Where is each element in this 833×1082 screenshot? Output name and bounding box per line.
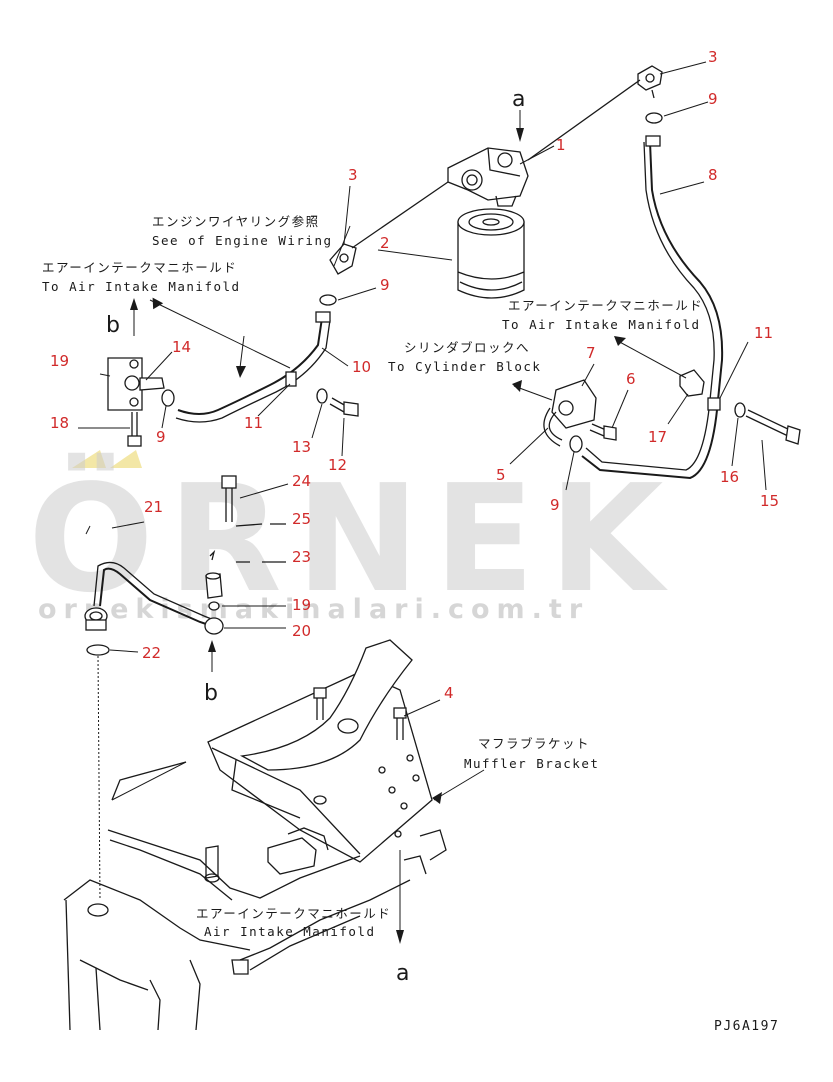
gasket-22 (86, 644, 110, 656)
bushing-23 (205, 549, 286, 599)
callout-12: 12 (328, 456, 347, 474)
callout-7: 7 (586, 344, 596, 362)
fuel-line-upper (527, 79, 641, 161)
watermark-url: ornekismakinalari.com.tr (38, 594, 589, 625)
fuel-pipe-8 (581, 141, 724, 480)
callout-4: 4 (444, 684, 454, 702)
callout-3: 3 (708, 48, 718, 66)
connector-block-7 (543, 379, 597, 453)
pipe-assembly-21 (84, 561, 224, 635)
callout-22: 22 (142, 644, 161, 662)
view-label-a-top: a (512, 87, 525, 112)
view-label-b-left: b (106, 313, 120, 338)
callout-25: 25 (292, 510, 311, 528)
clamp (285, 371, 297, 387)
callout-9: 9 (550, 496, 560, 514)
callout-1: 1 (556, 136, 566, 154)
note-intake-right-jp: エアーインテークマニホールド (508, 298, 703, 313)
callout-9: 9 (708, 90, 718, 108)
note-muffler-jp: マフラブラケット (478, 736, 590, 751)
bolt-6 (589, 423, 617, 441)
watermark: ÖRNEK ornekismakinalari.com.tr (28, 450, 677, 625)
callout-14: 14 (172, 338, 191, 356)
note-intake-right-en: To Air Intake Manifold (502, 317, 701, 332)
bolt-12 (329, 397, 359, 417)
callout-18: 18 (50, 414, 69, 432)
callout-15: 15 (760, 492, 779, 510)
callout-10: 10 (352, 358, 371, 376)
dash-line-22 (97, 655, 101, 901)
callout-numbers: 1 2 3 3 4 5 6 7 8 9 9 9 9 10 11 11 12 13… (50, 48, 779, 702)
callout-19: 19 (50, 352, 69, 370)
connector-assembly-left (107, 357, 175, 411)
callout-2: 2 (380, 234, 390, 252)
callout-16: 16 (720, 468, 739, 486)
note-muffler-en: Muffler Bracket (464, 756, 599, 771)
washer (316, 388, 328, 404)
muffler-bracket (207, 639, 433, 863)
filter-cartridge (457, 208, 525, 299)
callout-8: 8 (708, 166, 718, 184)
callout-23: 23 (292, 548, 311, 566)
note-intake-left-jp: エアーインテークマニホールド (42, 260, 237, 275)
callout-19: 19 (292, 596, 311, 614)
note-intake-bottom-en: Air Intake Manifold (204, 924, 376, 939)
view-label-a-bottom: a (396, 961, 409, 986)
callout-9: 9 (156, 428, 166, 446)
callout-21: 21 (144, 498, 163, 516)
note-intake-left-en: To Air Intake Manifold (42, 279, 241, 294)
callout-5: 5 (496, 466, 506, 484)
spacer-25 (235, 523, 286, 527)
note-cylinder-block-en: To Cylinder Block (388, 359, 541, 374)
washer (734, 402, 746, 418)
washer (208, 601, 220, 611)
filter-head (447, 147, 529, 207)
callout-13: 13 (292, 438, 311, 456)
banjo-fitting-upper (637, 65, 663, 99)
callout-17: 17 (648, 428, 667, 446)
note-cylinder-block-jp: シリンダブロックへ (404, 340, 530, 355)
watermark-accent (110, 450, 142, 468)
note-engine-wiring-jp: エンジンワイヤリング参照 (152, 214, 320, 229)
connector-17 (679, 369, 705, 397)
bolt-18 (127, 412, 142, 447)
banjo-fitting-left (329, 243, 357, 275)
bolt-15 (745, 409, 801, 445)
bolt-24 (221, 475, 237, 522)
watermark-accent (72, 450, 106, 468)
callout-3: 3 (348, 166, 358, 184)
callout-6: 6 (626, 370, 636, 388)
watermark-brand: ÖRNEK (28, 452, 677, 625)
washer (319, 294, 337, 306)
leader-lines (78, 61, 767, 801)
note-intake-bottom-jp: エアーインテークマニホールド (196, 906, 391, 921)
drawing-code: PJ6A197 (714, 1019, 779, 1034)
callout-9: 9 (380, 276, 390, 294)
note-engine-wiring-en: See of Engine Wiring (152, 233, 333, 248)
fuel-line-left (351, 181, 449, 249)
fuel-pipe-10 (177, 317, 323, 415)
view-label-b-bottom: b (204, 681, 218, 706)
callout-20: 20 (292, 622, 311, 640)
callout-24: 24 (292, 472, 311, 490)
callout-11: 11 (754, 324, 773, 342)
engine-block (63, 761, 447, 1031)
clamp (707, 397, 721, 411)
callout-11: 11 (244, 414, 263, 432)
washer (645, 112, 663, 124)
bolt-4 (313, 687, 407, 740)
